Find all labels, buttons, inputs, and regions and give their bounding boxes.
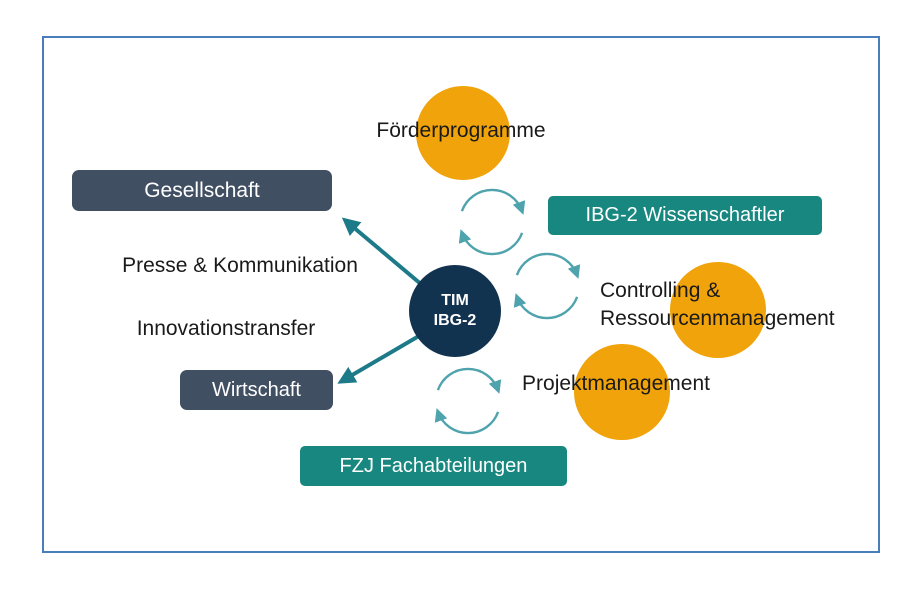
orange-circle-projektmanagement [574,344,670,440]
orange-circle-foerderprogramme [416,86,510,180]
label-controlling-ressourcenmanagement: Controlling & Ressourcenmanagement [600,277,872,333]
orange-circle-controlling [670,262,766,358]
label-presse-kommunikation: Presse & Kommunikation [122,254,358,277]
node-gesellschaft: Gesellschaft [72,170,332,211]
center-hub-line1: TIM [441,292,469,309]
node-wirtschaft: Wirtschaft [180,370,333,410]
center-hub-tim-ibg2: TIM IBG-2 [409,265,501,357]
label-controlling-line1: Controlling & [600,279,721,302]
node-fzj-fachabteilungen: FZJ Fachabteilungen [300,446,567,486]
center-hub-line2: IBG-2 [433,312,477,329]
node-ibg2-wissenschaftler: IBG-2 Wissenschaftler [548,196,822,235]
label-projektmanagement: Projektmanagement [522,372,710,395]
label-foerderprogramme: Förderprogramme [376,119,546,142]
label-innovationstransfer: Innovationstransfer [136,317,316,340]
label-controlling-line2: Ressourcenmanagement [600,307,835,330]
